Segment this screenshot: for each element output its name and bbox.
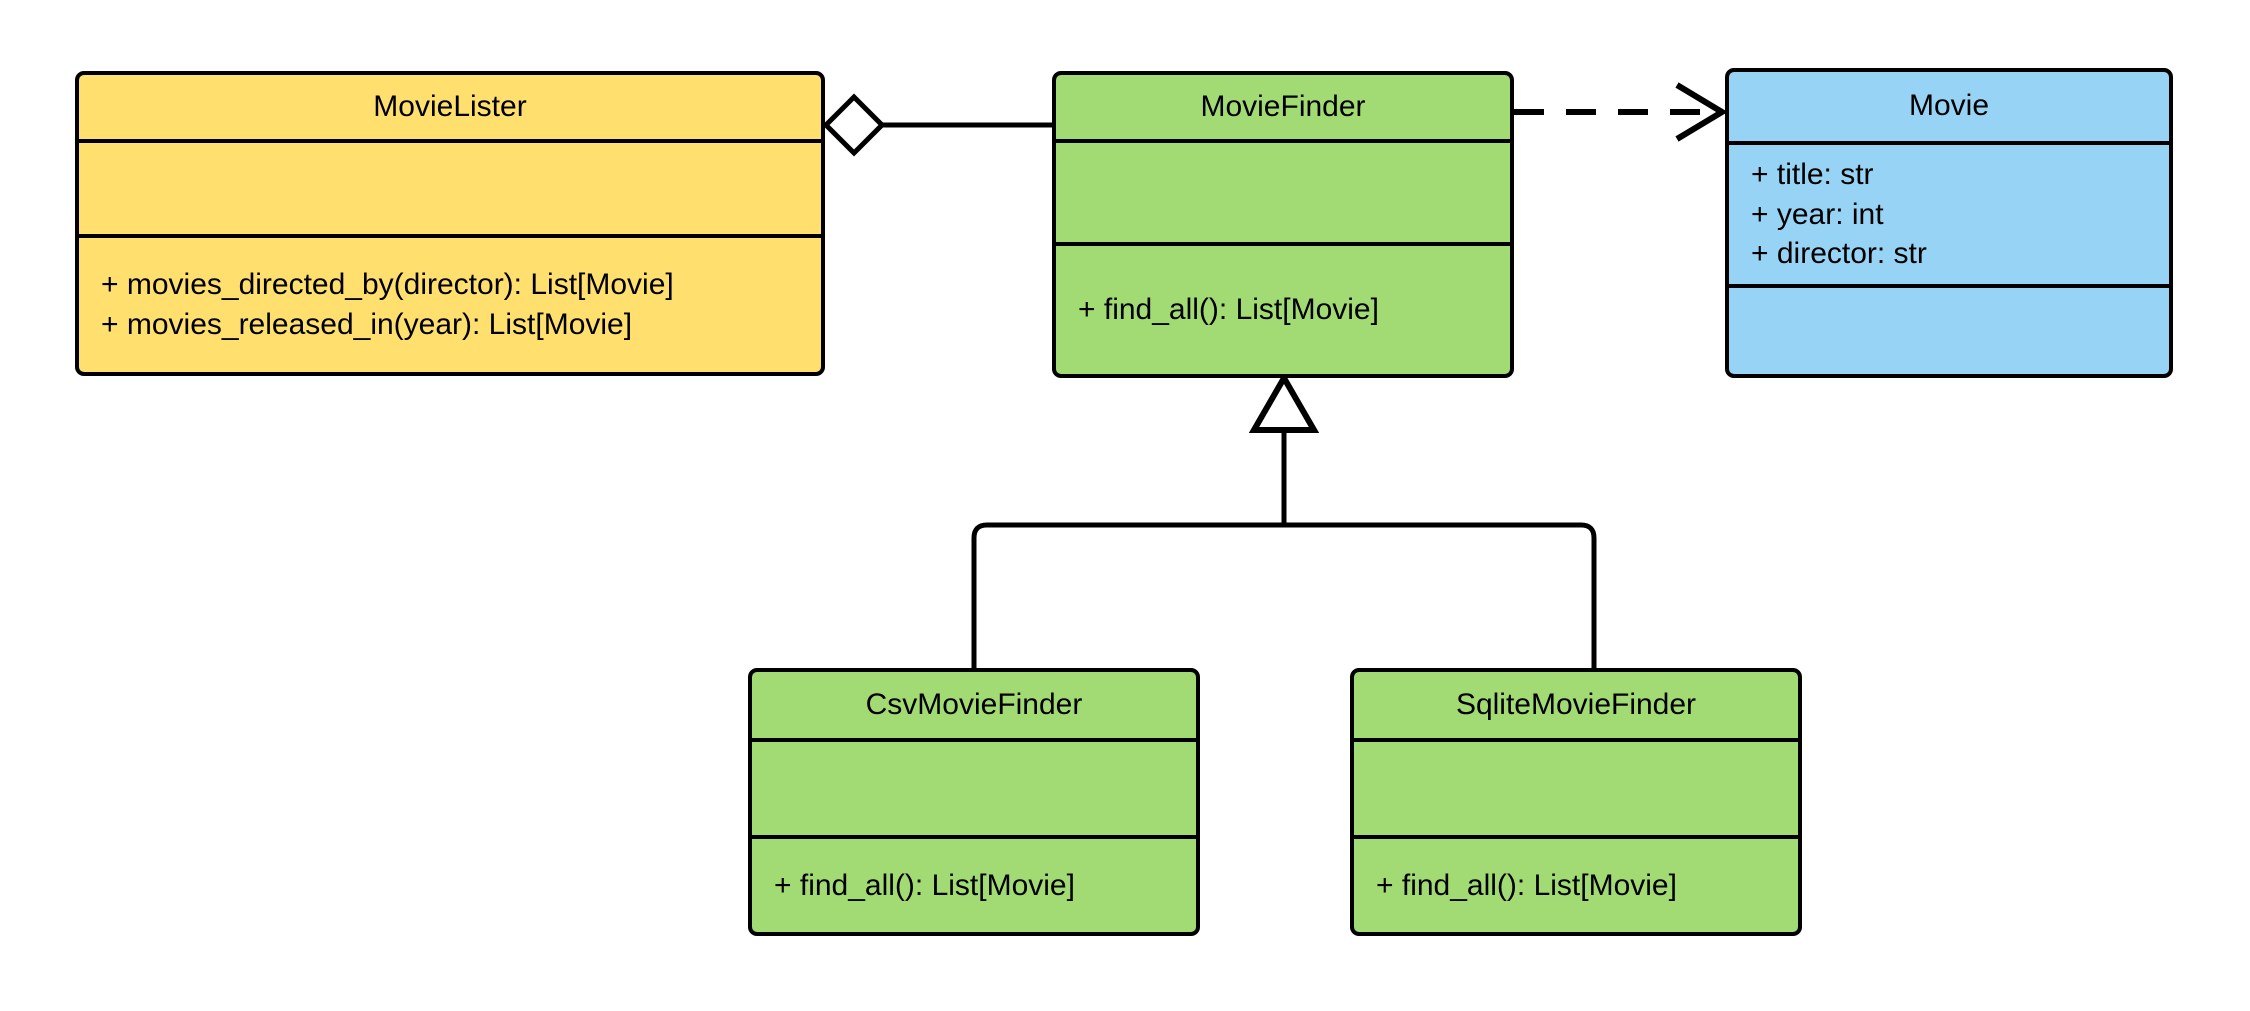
- attribute-item: + director: str: [1751, 237, 1927, 271]
- generalization-branch-bus: [971, 522, 1597, 668]
- operations-compartment: + movies_directed_by(director): List[Mov…: [79, 238, 821, 372]
- operations-compartment: [1729, 288, 2169, 374]
- class-title: SqliteMovieFinder: [1455, 687, 1697, 721]
- attributes-compartment: [79, 143, 821, 238]
- class-box-movie[interactable]: Movie + title: str + year: int + directo…: [1725, 68, 2173, 378]
- class-box-movie-lister[interactable]: MovieLister + movies_directed_by(directo…: [75, 71, 825, 376]
- open-arrow-marker: [1675, 82, 1728, 142]
- attribute-item: + year: int: [1751, 197, 1884, 231]
- operations-compartment: + find_all(): List[Movie]: [752, 839, 1196, 932]
- class-name-compartment: Movie: [1729, 72, 2169, 145]
- class-name-compartment: CsvMovieFinder: [752, 672, 1196, 742]
- operations-compartment: + find_all(): List[Movie]: [1354, 839, 1798, 932]
- edge-dependency-finder-movie: [1514, 82, 1728, 142]
- operations-compartment: + find_all(): List[Movie]: [1056, 246, 1510, 374]
- class-title: CsvMovieFinder: [865, 687, 1083, 721]
- hollow-diamond-marker: [822, 93, 886, 157]
- operation-item: + find_all(): List[Movie]: [1078, 293, 1379, 327]
- class-box-csv-movie-finder[interactable]: CsvMovieFinder + find_all(): List[Movie]: [748, 668, 1200, 936]
- class-title: MovieFinder: [1200, 89, 1366, 123]
- attributes-compartment: + title: str + year: int + director: str: [1729, 145, 2169, 288]
- attributes-compartment: [752, 742, 1196, 839]
- operation-item: + movies_released_in(year): List[Movie]: [101, 308, 633, 341]
- class-name-compartment: MovieLister: [79, 75, 821, 143]
- edge-generalization-tree: [971, 371, 1597, 668]
- class-title: MovieLister: [373, 89, 527, 123]
- operation-item: + find_all(): List[Movie]: [774, 868, 1075, 902]
- attributes-compartment: [1056, 143, 1510, 246]
- operation-item: + movies_directed_by(director): List[Mov…: [101, 268, 674, 302]
- attribute-item: + title: str: [1751, 157, 1874, 191]
- class-name-compartment: SqliteMovieFinder: [1354, 672, 1798, 742]
- class-box-sqlite-movie-finder[interactable]: SqliteMovieFinder + find_all(): List[Mov…: [1350, 668, 1802, 936]
- class-title: Movie: [1908, 89, 1990, 123]
- hollow-triangle-marker: [1248, 371, 1320, 433]
- operation-item: + find_all(): List[Movie]: [1376, 868, 1677, 902]
- class-name-compartment: MovieFinder: [1056, 75, 1510, 143]
- class-box-movie-finder[interactable]: MovieFinder + find_all(): List[Movie]: [1052, 71, 1514, 378]
- attributes-compartment: [1354, 742, 1798, 839]
- edge-aggregation-lister-finder: [822, 93, 1052, 157]
